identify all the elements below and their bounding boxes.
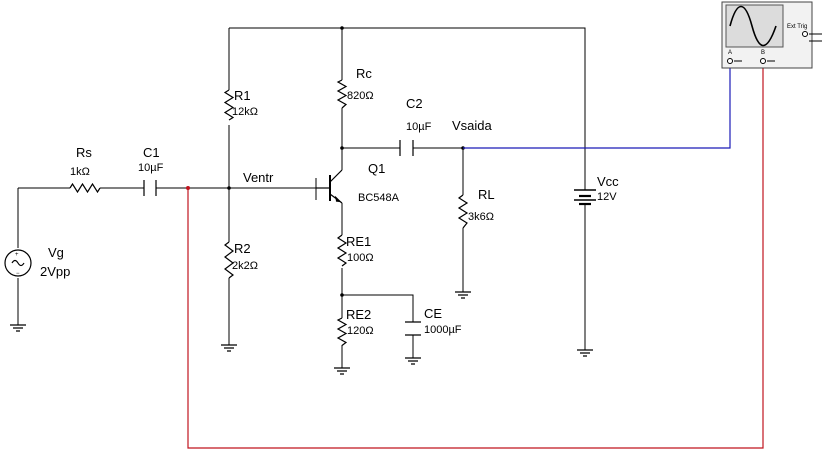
resistor-re2-symbol[interactable] — [336, 317, 348, 346]
probe-b-wire — [187, 68, 764, 449]
capacitor-ce-value: 1000µF — [424, 324, 462, 336]
probe-b-junction — [186, 186, 190, 190]
node-ventr-label: Ventr — [243, 170, 274, 185]
svg-text:+: + — [15, 252, 19, 258]
resistor-rs-value: 1kΩ — [70, 166, 90, 178]
resistor-rs-name: Rs — [76, 145, 92, 160]
resistor-r2-symbol[interactable] — [224, 241, 234, 279]
resistor-r2-value: 2k2Ω — [232, 260, 258, 272]
scope-channel-b-label: B — [761, 50, 765, 56]
node-vsaida-label: Vsaida — [452, 118, 493, 133]
resistor-rl-name: RL — [478, 187, 495, 202]
resistor-re2-name: RE2 — [346, 307, 371, 322]
capacitor-ce-name: CE — [424, 306, 442, 321]
resistor-re1-value: 100Ω — [347, 252, 374, 264]
resistor-r2-name: R2 — [234, 241, 251, 256]
resistor-r1-value: 12kΩ — [232, 106, 258, 118]
transistor-q1-name: Q1 — [368, 161, 385, 176]
capacitor-c2-name: C2 — [406, 96, 423, 111]
resistor-re2-value: 120Ω — [347, 325, 374, 337]
capacitor-c1-value: 10µF — [138, 162, 164, 174]
scope-terminal-b[interactable] — [760, 58, 766, 64]
capacitor-c1-name: C1 — [143, 145, 160, 160]
resistor-r1-name: R1 — [234, 88, 251, 103]
capacitor-ce-symbol[interactable] — [405, 321, 421, 336]
wires — [17, 27, 586, 368]
probe-a-wire — [463, 68, 731, 149]
source-vg-value: 2Vpp — [40, 264, 70, 279]
resistor-rl-symbol[interactable] — [457, 194, 469, 229]
battery-vcc-symbol[interactable] — [574, 189, 596, 206]
battery-vcc-value: 12V — [597, 191, 617, 203]
capacitor-c1-symbol[interactable] — [143, 180, 157, 196]
transistor-q1-model: BC548A — [358, 192, 400, 204]
resistor-rc-symbol[interactable] — [336, 79, 348, 109]
scope-terminal-a[interactable] — [727, 58, 733, 64]
svg-text:−: − — [16, 271, 20, 277]
resistor-rc-name: Rc — [356, 66, 372, 81]
capacitor-c2-value: 10µF — [406, 121, 432, 133]
resistor-re1-symbol[interactable] — [336, 234, 348, 267]
scope-channel-a-label: A — [728, 50, 732, 56]
source-vg-symbol[interactable]: + − — [4, 249, 32, 277]
oscilloscope-waveform — [729, 5, 777, 47]
capacitor-c2-symbol[interactable] — [399, 140, 414, 156]
source-vg-name: Vg — [48, 245, 64, 260]
ground-symbols — [10, 291, 593, 375]
resistor-rl-value: 3k6Ω — [468, 211, 494, 223]
resistor-re1-name: RE1 — [346, 234, 371, 249]
junction-dots — [227, 26, 465, 297]
oscilloscope[interactable] — [721, 1, 822, 69]
transistor-q1-symbol[interactable] — [316, 169, 343, 204]
scope-ext-trig-label: Ext Trig — [787, 24, 807, 30]
scope-ext-trig-terminal[interactable] — [802, 31, 808, 37]
resistor-rs-symbol[interactable] — [69, 182, 101, 194]
battery-vcc-name: Vcc — [597, 174, 619, 189]
resistor-rc-value: 820Ω — [347, 90, 374, 102]
resistor-r1-symbol[interactable] — [223, 89, 235, 121]
